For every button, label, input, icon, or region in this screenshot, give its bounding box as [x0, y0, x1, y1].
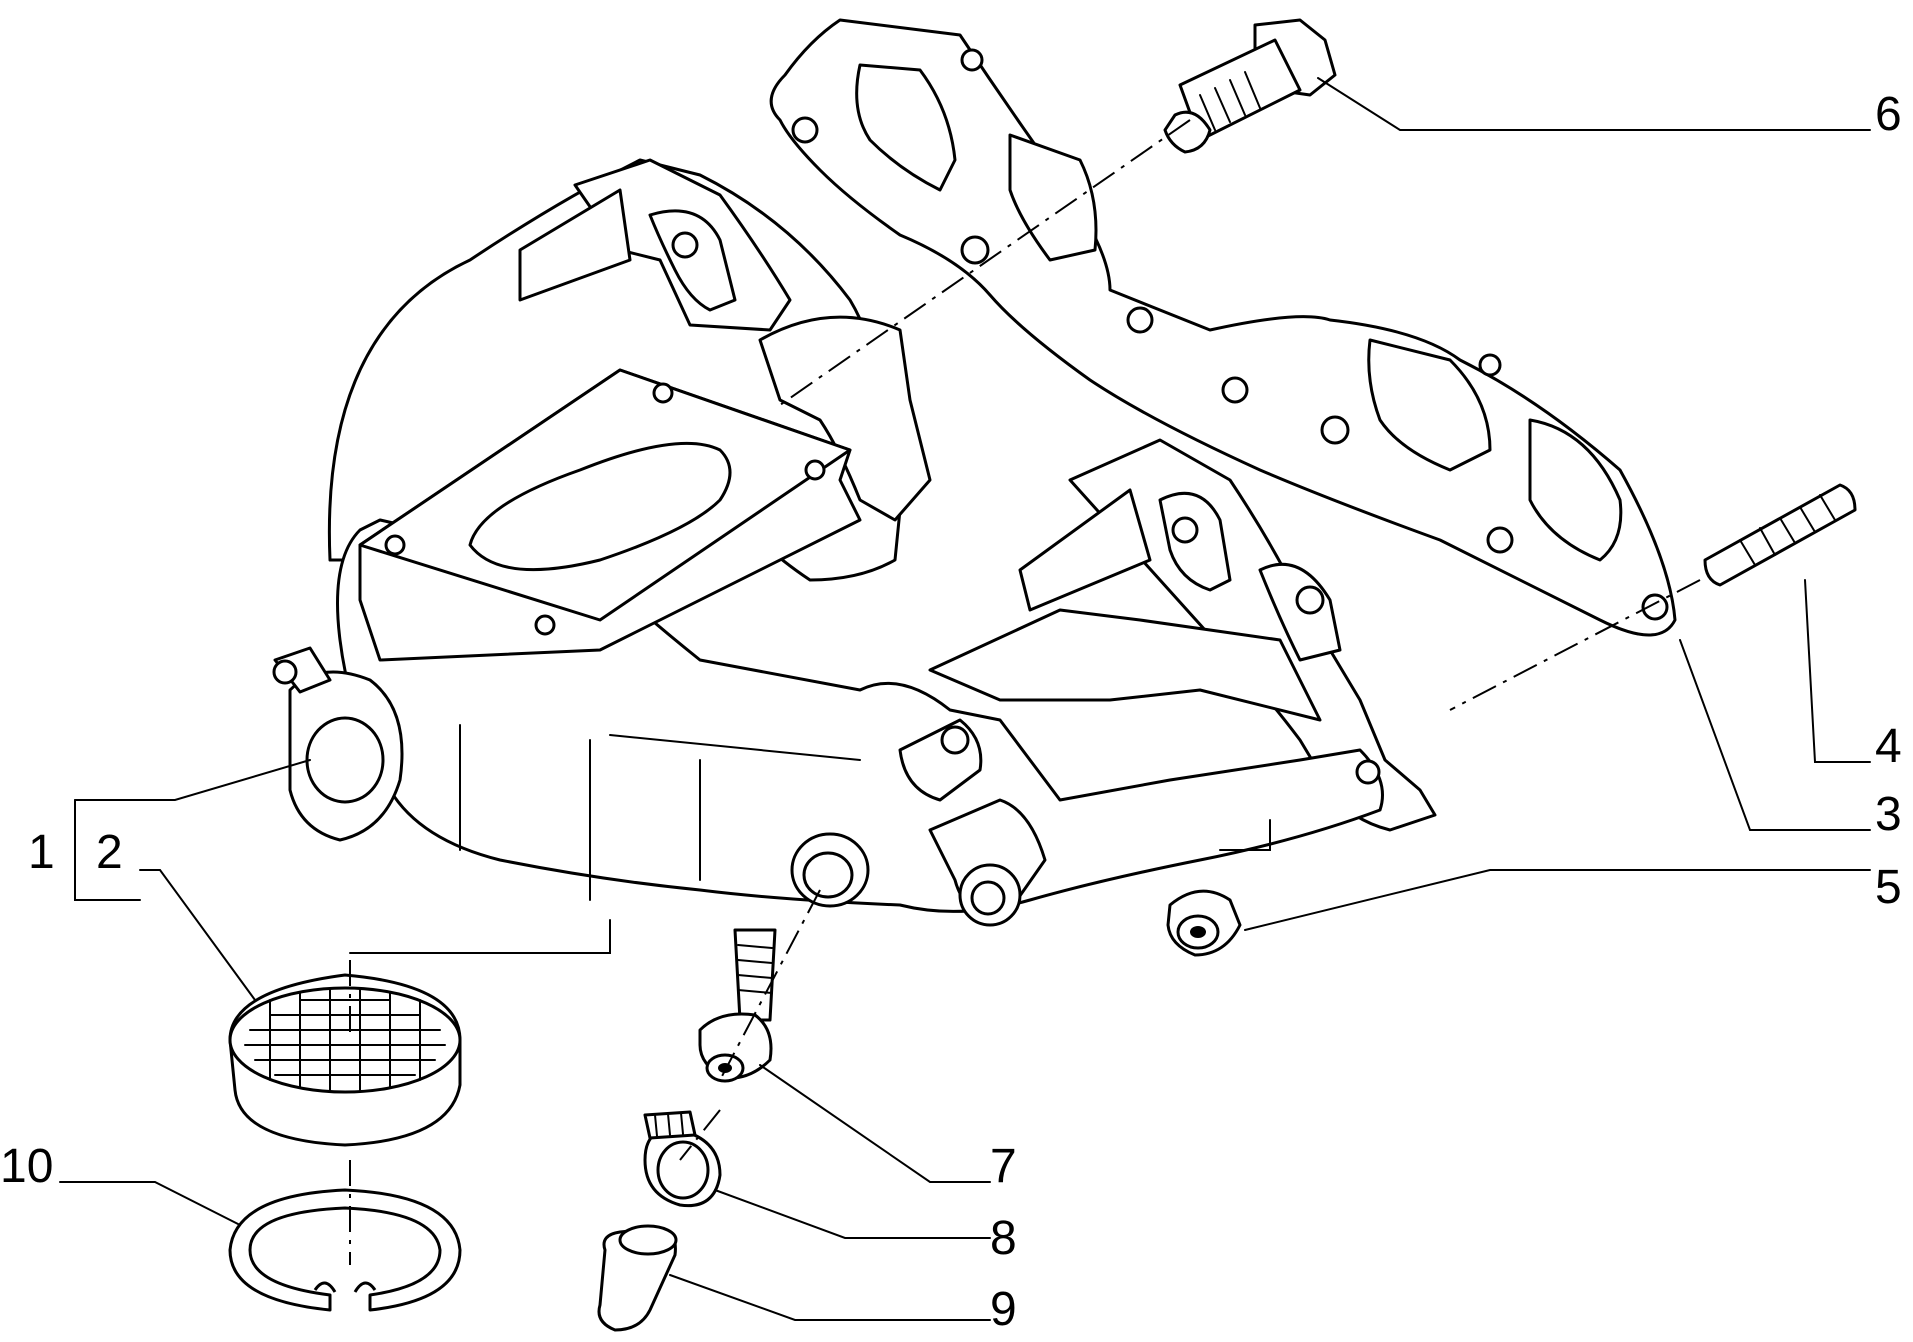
- callout-10: 10: [0, 1140, 53, 1193]
- stud-bolt-6: [1163, 18, 1337, 154]
- filter-screen-2: [228, 973, 462, 1147]
- callout-labels: 1 2 3 4 5 6 7 8 9 10: [0, 88, 1902, 1336]
- callout-7: 7: [990, 1140, 1017, 1193]
- hose-9: [597, 1224, 678, 1332]
- intake-manifold: [272, 158, 1437, 927]
- callout-5: 5: [1875, 861, 1902, 914]
- callout-8: 8: [990, 1212, 1017, 1265]
- hose-clamp-8: [643, 1110, 722, 1208]
- stud-4: [1703, 483, 1857, 587]
- assembly-axis-lines: [349, 119, 1701, 1265]
- leader-lines: [59, 77, 1871, 1321]
- callout-9: 9: [990, 1283, 1017, 1336]
- banjo-bolt-7: [698, 928, 777, 1083]
- callout-3: 3: [1875, 788, 1902, 841]
- callout-6: 6: [1875, 88, 1902, 141]
- callout-2: 2: [96, 826, 123, 879]
- callout-1: 1: [28, 826, 55, 879]
- manifold-gasket: [769, 18, 1677, 637]
- circlip-10: [228, 1188, 462, 1312]
- callout-4: 4: [1875, 720, 1902, 773]
- nut-5: [1166, 889, 1242, 957]
